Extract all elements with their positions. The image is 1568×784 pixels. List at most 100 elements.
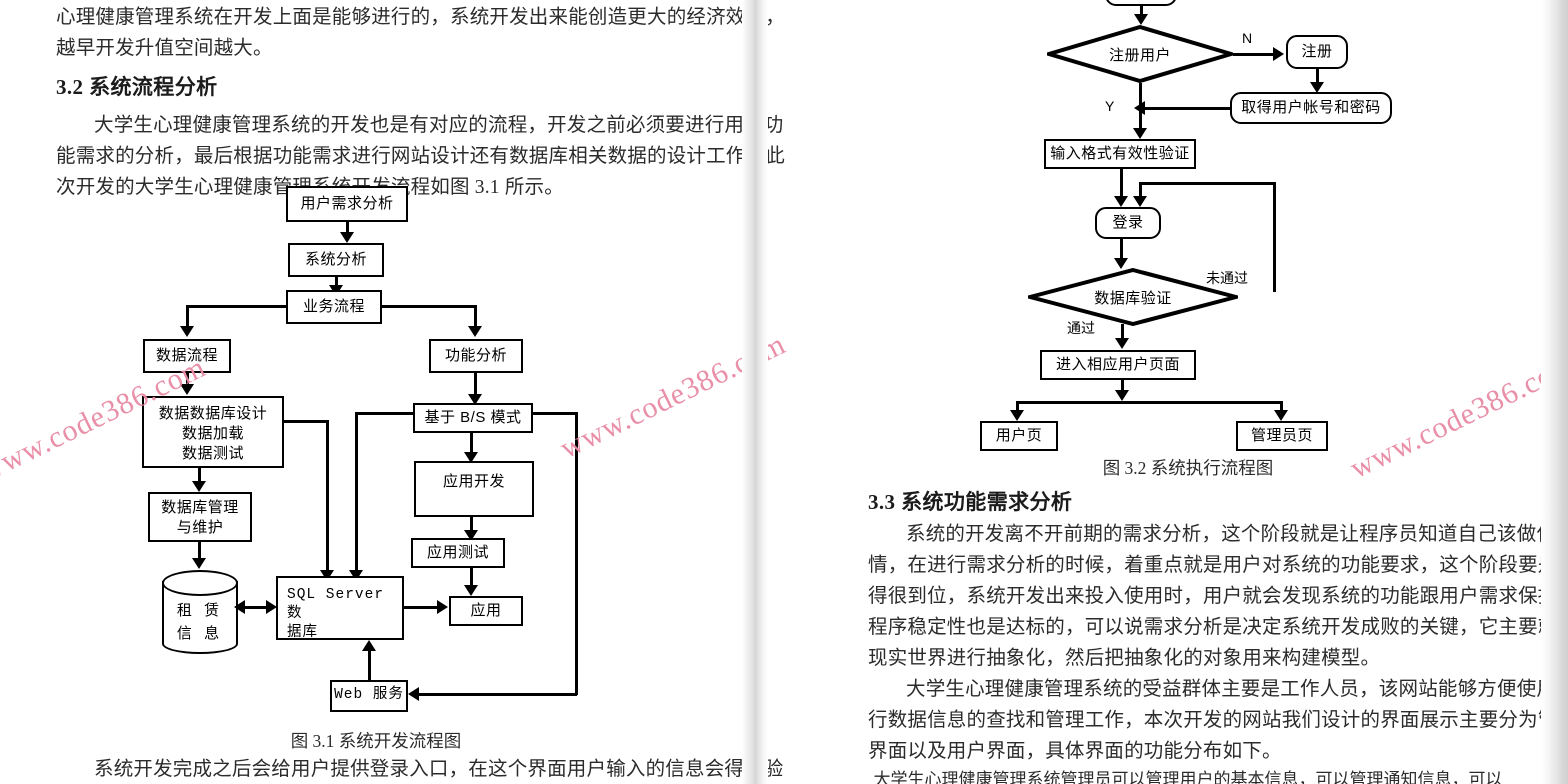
connector xyxy=(1121,324,1124,342)
node-format-validation: 输入格式有效性验证 xyxy=(1044,139,1196,169)
node-line: 数据测试 xyxy=(181,444,244,462)
arrow-down-icon xyxy=(1133,196,1147,207)
cylinder-label: 租 赁 信 息 xyxy=(162,600,238,645)
arrow-down-icon xyxy=(464,585,478,596)
connector xyxy=(1280,401,1283,413)
arrow-down-icon xyxy=(1115,338,1129,349)
paragraph-line: 系统开发完成之后会给用户提供登录入口，在这个界面用户输入的信息会得到验 xyxy=(94,759,784,780)
arrow-down-icon xyxy=(1310,82,1324,93)
section-heading-3-2: 3.2 系统流程分析 xyxy=(56,75,218,99)
arrow-up-icon xyxy=(362,640,376,651)
paragraph-line: 越早开发升值空间越大。 xyxy=(56,38,273,59)
node-line: 数据加载 xyxy=(181,424,244,442)
connector xyxy=(533,412,577,415)
node-line: 数据库管理 xyxy=(161,499,239,516)
cylinder-top xyxy=(162,570,238,596)
arrow-down-icon xyxy=(464,530,478,541)
figure-3-1-caption: 图 3.1 系统开发流程图 xyxy=(290,731,462,751)
connector xyxy=(1139,83,1142,130)
connector xyxy=(243,606,273,609)
connector xyxy=(1139,182,1275,185)
node-login: 登录 xyxy=(1095,207,1161,239)
connector xyxy=(198,468,201,484)
connector xyxy=(1273,182,1276,292)
connector xyxy=(186,305,189,328)
paragraph-line: 程序稳定性也是达标的，可以说需求分析是决定系统开发成败的关键，它主要就是把 xyxy=(868,617,1568,638)
connector xyxy=(474,373,477,397)
diamond-shape xyxy=(1028,268,1238,326)
connector xyxy=(470,568,473,588)
arrow-down-icon xyxy=(340,232,354,243)
node-database-management: 数据库管理 与维护 xyxy=(148,492,252,542)
paragraph-line: 系统的开发离不开前期的需求分析，这个阶段就是让程序员知道自己该做什么事 xyxy=(906,524,1568,545)
arrow-right-icon xyxy=(437,600,448,614)
connector xyxy=(346,222,349,236)
connector xyxy=(1139,182,1142,200)
arrow-down-icon xyxy=(180,326,194,337)
left-page-bottom-text: 图 3.1 系统开发流程图 系统开发完成之后会给用户提供登录入口，在这个界面用户… xyxy=(56,728,784,784)
node-bs-mode: 基于 B/S 模式 xyxy=(413,403,533,433)
node-database-design: 数据数据库设计 数据加载 数据测试 xyxy=(142,396,284,468)
connector xyxy=(1121,380,1124,394)
arrow-down-icon xyxy=(192,558,206,569)
connector xyxy=(1016,401,1280,404)
arrow-right-icon xyxy=(1273,47,1284,61)
node-register: 注册 xyxy=(1286,35,1348,69)
arrow-down-icon xyxy=(468,394,482,405)
node-system-analysis: 系统分析 xyxy=(288,243,384,277)
paragraph-line: 大学生心理健康管理系统的开发也是有对应的流程，开发之前必须要进行用户功 xyxy=(94,115,784,136)
arrow-down-icon xyxy=(1114,258,1128,269)
arrow-down-icon xyxy=(464,452,478,463)
section-heading-3-3: 3.3 系统功能需求分析 xyxy=(868,490,1073,514)
arrow-down-icon xyxy=(1115,390,1129,401)
edge-label-passed: 通过 xyxy=(1067,320,1095,336)
connector xyxy=(335,277,338,289)
node-application: 应用 xyxy=(449,596,523,626)
node-line: 与维护 xyxy=(176,518,224,536)
node-data-flow: 数据流程 xyxy=(143,339,231,373)
connector xyxy=(575,412,578,695)
connector xyxy=(186,373,189,387)
connector xyxy=(404,606,442,609)
connector xyxy=(1120,169,1123,199)
connector xyxy=(470,433,473,455)
connector xyxy=(1016,401,1019,413)
node-sql-server-database: SQL Server 数 据库 xyxy=(276,576,404,641)
connector xyxy=(1233,53,1280,56)
edge-label-failed: 未通过 xyxy=(1206,270,1248,286)
edge-label-yes: Y xyxy=(1105,98,1115,114)
connector xyxy=(284,420,328,423)
paragraph-line: 得很到位，系统开发出来投入使用时，用户就会发现系统的功能跟用户需求保持一致， xyxy=(868,586,1568,607)
node-label: 数据库验证 xyxy=(1094,289,1172,307)
connector xyxy=(355,412,358,573)
connector xyxy=(417,693,577,696)
node-function-analysis: 功能分析 xyxy=(429,339,523,373)
note-line: 大学生心理健康管理系统管理员可以管理用户的基本信息，可以管理通知信息，可以管理通… xyxy=(873,770,1503,784)
paragraph-line: 大学生心理健康管理系统的受益群体主要是工作人员，该网站能够方便使用者进 xyxy=(906,679,1568,700)
arrow-left-icon xyxy=(234,600,245,614)
node-app-testing: 应用测试 xyxy=(411,538,505,568)
arrow-down-icon xyxy=(1134,14,1148,25)
arrow-right-icon xyxy=(266,600,277,614)
arrow-down-icon xyxy=(1274,410,1288,421)
node-get-account-password: 取得用户帐号和密码 xyxy=(1230,92,1392,124)
edge-label-no: N xyxy=(1242,30,1253,46)
connector xyxy=(368,650,371,680)
page-right-edge xyxy=(1541,0,1568,784)
node-line: 数据数据库设计 xyxy=(158,405,268,422)
node-line: SQL Server 数 xyxy=(287,587,385,623)
node-decision-register-user: 注册用户 xyxy=(1047,25,1233,83)
arrow-down-icon xyxy=(468,326,482,337)
connector xyxy=(1140,6,1143,20)
right-page-text-column: 图 3.2 系统执行流程图 3.3 系统功能需求分析 系统的开发离不开前期的需求… xyxy=(868,455,1568,784)
figure-3-2-caption: 图 3.2 系统执行流程图 xyxy=(1102,458,1274,478)
node-label: 注册用户 xyxy=(1108,46,1171,64)
arrow-down-icon xyxy=(349,570,363,581)
arrow-down-icon xyxy=(180,384,194,395)
node-web-service: Web 服务 xyxy=(330,680,408,712)
node-app-development: 应用开发 xyxy=(414,461,534,517)
arrow-down-icon xyxy=(320,570,334,581)
connector xyxy=(470,517,473,532)
arrow-down-icon xyxy=(192,481,206,492)
connector xyxy=(326,420,329,573)
